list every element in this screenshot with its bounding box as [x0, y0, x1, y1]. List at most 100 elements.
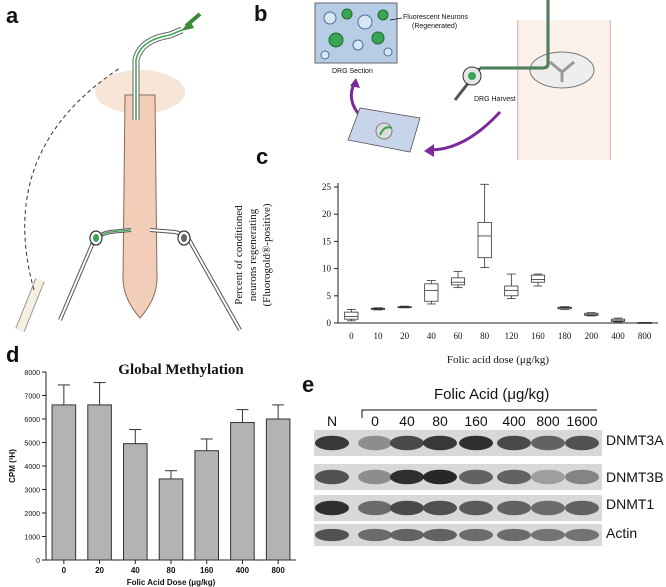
- blot-band: [565, 528, 599, 542]
- blot-band: [459, 528, 493, 542]
- dish-label-1: Fluorescent Neurons: [403, 14, 468, 21]
- lane-label: 400: [502, 413, 526, 429]
- x-axis-label: Folic Acid Dose (μg/kg): [127, 578, 216, 587]
- blot-band: [390, 435, 424, 451]
- x-tick-label: 20: [400, 331, 410, 341]
- x-tick-label: 80: [480, 331, 490, 341]
- arrow-curve-icon: [429, 110, 502, 152]
- blot-band: [423, 469, 457, 485]
- blot-band: [358, 500, 392, 516]
- panel-letter-e: e: [302, 372, 315, 397]
- lane-label: 80: [432, 413, 448, 429]
- panel-e-blot: Folic Acid (μg/kg) N 0 40 80 160 400 800 1600 D…: [300, 380, 666, 587]
- y-axis-label-line: (Fluorogold®-positive): [261, 203, 273, 306]
- y-axis-label: CPM (³H): [8, 449, 17, 483]
- panel-letter-c: c: [256, 144, 269, 169]
- box-body: [530, 274, 546, 283]
- panel-letter-a: a: [6, 3, 19, 28]
- lane-label: 800: [536, 413, 560, 429]
- blot-header: Folic Acid (μg/kg): [434, 386, 550, 403]
- x-tick-label: 0: [349, 331, 354, 341]
- brain-bulb: [95, 70, 185, 114]
- x-tick-label: 60: [454, 331, 464, 341]
- box-body: [610, 318, 626, 322]
- x-tick-label: 400: [236, 566, 250, 575]
- panel-b-diagram: Fluorescent Neurons (Regenerated) DRG Se…: [314, 0, 611, 160]
- blot-band: [315, 435, 349, 451]
- spinal-cord: [122, 94, 158, 319]
- y-tick-label: 1000: [24, 535, 40, 542]
- y-axis-label-line: neurons regenerating: [247, 208, 259, 301]
- y-tick-label: 8000: [24, 370, 40, 377]
- blot-bands: [314, 430, 602, 546]
- blot-band: [565, 435, 599, 451]
- y-tick-label: 3000: [24, 488, 40, 495]
- bar: [51, 404, 77, 561]
- blot-band: [497, 469, 531, 485]
- blot-band: [423, 435, 457, 451]
- y-tick-label: 0: [327, 318, 332, 328]
- blot-row-label: DNMT3A: [606, 432, 664, 448]
- bar: [265, 418, 291, 561]
- blot-band: [390, 500, 424, 516]
- blot-band: [358, 469, 392, 485]
- y-tick-label: 15: [322, 236, 332, 246]
- blot-band: [497, 435, 531, 451]
- section-label: DRG Section: [332, 68, 373, 75]
- bar: [230, 422, 255, 561]
- blot-bracket: [361, 409, 597, 418]
- blot-band: [390, 528, 424, 542]
- y-tick-label: 2000: [24, 511, 40, 518]
- bar: [123, 443, 148, 561]
- blot-strip: [314, 524, 602, 546]
- y-tick-label: 0: [36, 558, 40, 565]
- bar: [87, 404, 112, 561]
- blot-band: [459, 500, 493, 516]
- y-tick-label: 5000: [24, 441, 40, 448]
- blot-band: [531, 469, 565, 485]
- blot-band: [531, 528, 565, 542]
- y-tick-label: 7000: [24, 394, 40, 401]
- y-tick-label: 5: [327, 291, 332, 301]
- blot-band: [459, 435, 493, 451]
- x-tick-label: 40: [131, 566, 140, 575]
- nerve-right: [149, 228, 242, 331]
- x-tick-label: 10: [374, 331, 384, 341]
- blot-band: [531, 500, 565, 516]
- y-tick-label: 25: [322, 182, 332, 192]
- x-axis-label: Folic acid dose (μg/kg): [447, 354, 549, 366]
- lane-label: N: [326, 413, 338, 429]
- blot-band: [390, 469, 424, 485]
- x-tick-label: 20: [95, 566, 104, 575]
- box-body: [424, 283, 439, 302]
- x-tick-label: 200: [585, 331, 599, 341]
- blot-band: [315, 528, 349, 542]
- x-tick-label: 120: [505, 331, 519, 341]
- blot-band: [459, 469, 493, 485]
- lane-label: 1600: [566, 413, 598, 429]
- dish-label-2: (Regenerated): [412, 23, 457, 30]
- blot-band: [565, 469, 599, 485]
- x-tick-label: 800: [638, 331, 652, 341]
- dashed-arc: [24, 67, 121, 291]
- blot-band: [565, 500, 599, 516]
- bar: [158, 478, 184, 561]
- y-tick-label: 6000: [24, 417, 40, 424]
- panel-d-barchart: Global Methylation0100020003000400050006…: [8, 362, 296, 587]
- y-tick-label: 20: [322, 209, 332, 219]
- lane-label: 0: [371, 413, 379, 429]
- lane-label: 160: [464, 413, 488, 429]
- y-tick-label: 10: [322, 264, 332, 274]
- lane-label: 40: [399, 413, 415, 429]
- bar: [194, 450, 220, 561]
- box-body: [450, 277, 466, 286]
- x-tick-label: 160: [531, 331, 545, 341]
- blot-band: [315, 500, 349, 516]
- x-tick-label: 40: [427, 331, 437, 341]
- blot-row-label: Actin: [606, 525, 638, 541]
- blot-band: [423, 500, 457, 516]
- harvest-label: DRG Harvest: [474, 96, 516, 103]
- spinal-section: [529, 51, 595, 89]
- panel-a-diagram: [15, 12, 242, 332]
